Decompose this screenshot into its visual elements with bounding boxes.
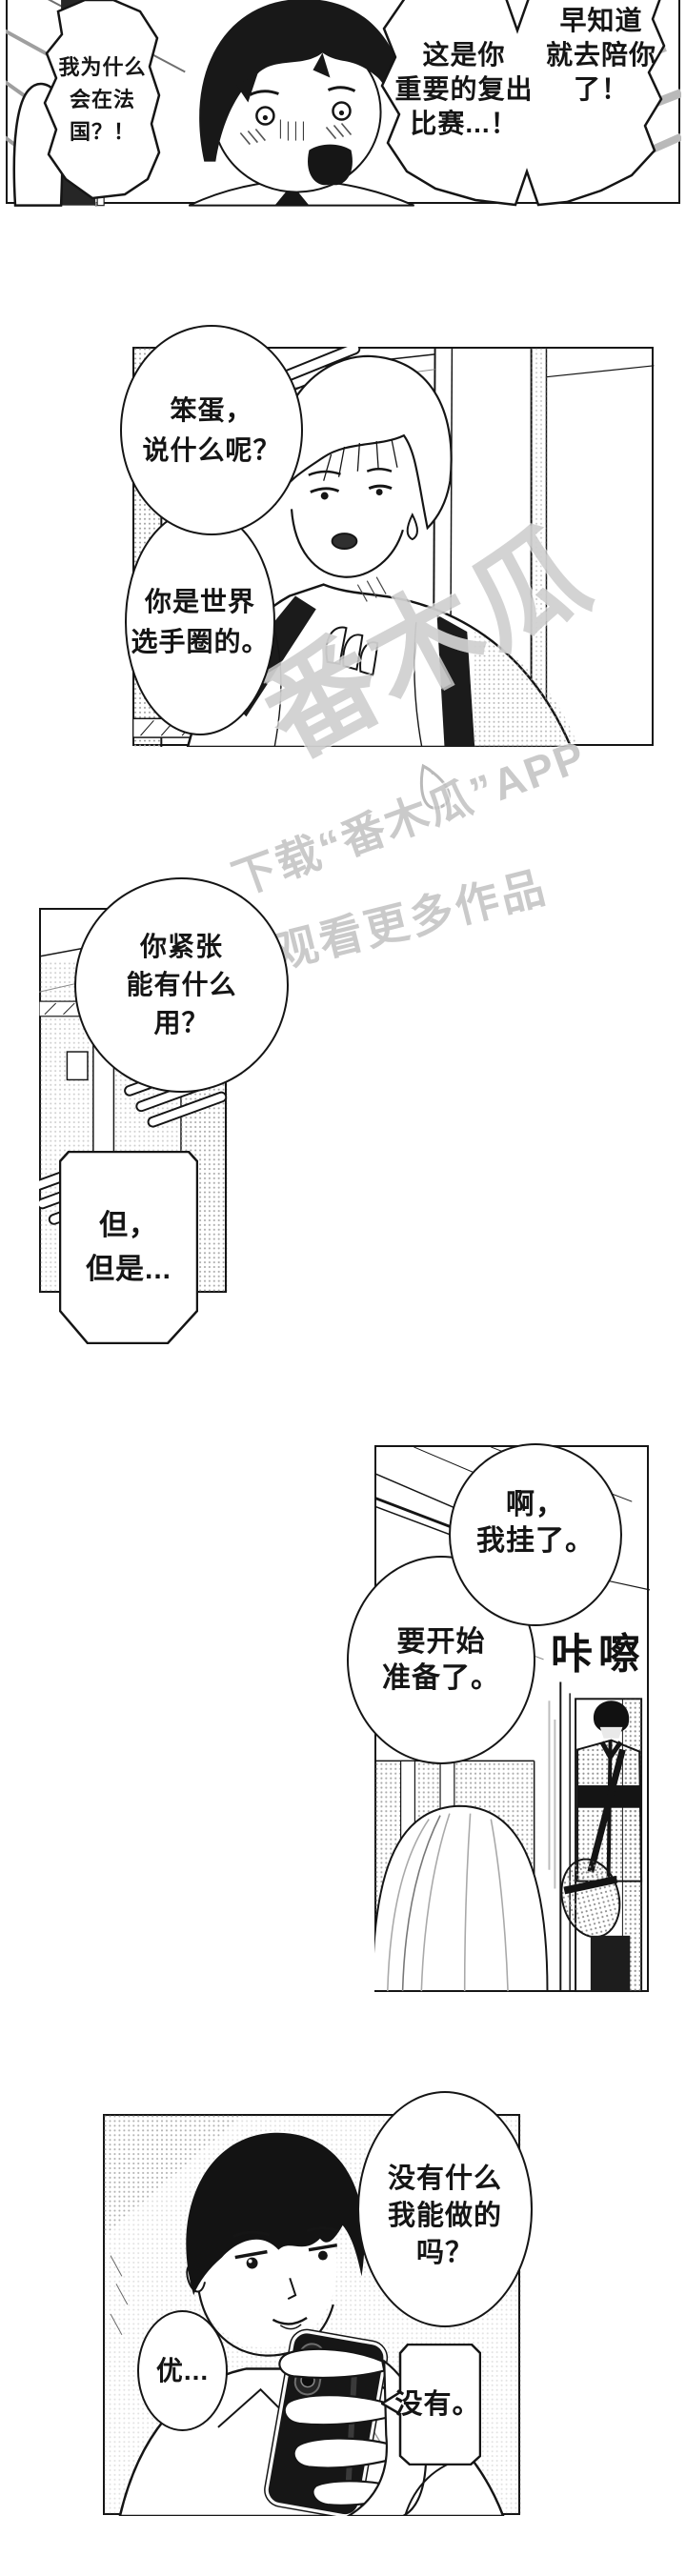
eyes: [307, 467, 393, 499]
bubble-text-right: 早知道 就去陪你 了！: [545, 6, 656, 104]
blond-hair: [272, 354, 453, 530]
bubble-text: 你是世界 选手圈的。: [131, 587, 270, 656]
open-mouth: [307, 144, 353, 186]
bubble-text: 我为什么 会在法 国？！: [58, 54, 147, 144]
hand: [325, 626, 378, 676]
panel-2: [131, 346, 654, 747]
dark-figure: [559, 1700, 642, 1991]
hair: [185, 2132, 364, 2295]
speech-bubble-name-call: 优...: [137, 2310, 228, 2431]
sweat-drop: [406, 512, 418, 540]
shocked-man: [188, 0, 414, 207]
bubble-text: 优...: [155, 2355, 210, 2385]
eyes: [232, 2225, 339, 2268]
sfx-click: 咔嚓: [551, 1631, 646, 1678]
speech-bubble-no: 没有。: [381, 2344, 481, 2465]
bubble-text: 笨蛋， 说什么呢？: [142, 394, 281, 465]
bubble-shape: [381, 2344, 481, 2465]
speech-bubble-why-in-france: 我为什么 会在法 国？！: [43, 0, 162, 201]
speech-bubble-world-class: 你是世界 选手圈的。: [125, 509, 275, 735]
mouth: [272, 2316, 308, 2325]
bubble-text: 没有什么 我能做的 吗？: [387, 2163, 502, 2268]
speech-bubble-idiot: 笨蛋， 说什么呢？: [120, 325, 303, 535]
bubble-text: 没有。: [394, 2389, 481, 2420]
neck-shade: [356, 575, 387, 602]
speech-bubble-but: 但， 但是...: [59, 1151, 198, 1344]
bubble-text: 啊， 我挂了。: [476, 1489, 595, 1557]
speech-bubble-comeback: 这是你 重要的复出 比赛...！ 早知道 就去陪你 了！: [373, 0, 682, 207]
speech-bubble-hang-up: 啊， 我挂了。: [449, 1443, 622, 1626]
bubble-text-left: 这是你 重要的复出 比赛...！: [394, 40, 534, 138]
bubble-text: 你紧张 能有什么 用？: [126, 932, 237, 1037]
speech-bubble-nothing-i-can-do: 没有什么 我能做的 吗？: [357, 2091, 533, 2327]
bubble-text: 要开始 准备了。: [382, 1625, 500, 1694]
open-mouth: [331, 532, 357, 550]
watermark-papaya-icon: [419, 763, 451, 810]
blond-head-back: [373, 1804, 548, 1992]
jaw: [290, 508, 404, 578]
bubble-shape: [59, 1151, 198, 1344]
locker-sticker: [66, 1050, 89, 1080]
hair: [198, 0, 409, 162]
watermark-watch-line: 观看更多作品: [268, 861, 553, 978]
hair-strands: [322, 438, 398, 481]
nose: [287, 2277, 296, 2300]
door-frame-right: [530, 346, 654, 747]
bubble-text: 但， 但是...: [85, 1209, 172, 1285]
flash-lines: [547, 1700, 555, 1889]
eyes: [249, 86, 355, 126]
panel-4-art: [373, 1445, 650, 1992]
speech-bubble-nervous: 你紧张 能有什么 用？: [74, 877, 289, 1093]
bubble-shape: [43, 0, 161, 200]
shade-lines: [279, 119, 304, 141]
blush-lines: [239, 123, 352, 146]
bubble-shape: [380, 0, 666, 207]
wall-hatch: [110, 2254, 128, 2335]
